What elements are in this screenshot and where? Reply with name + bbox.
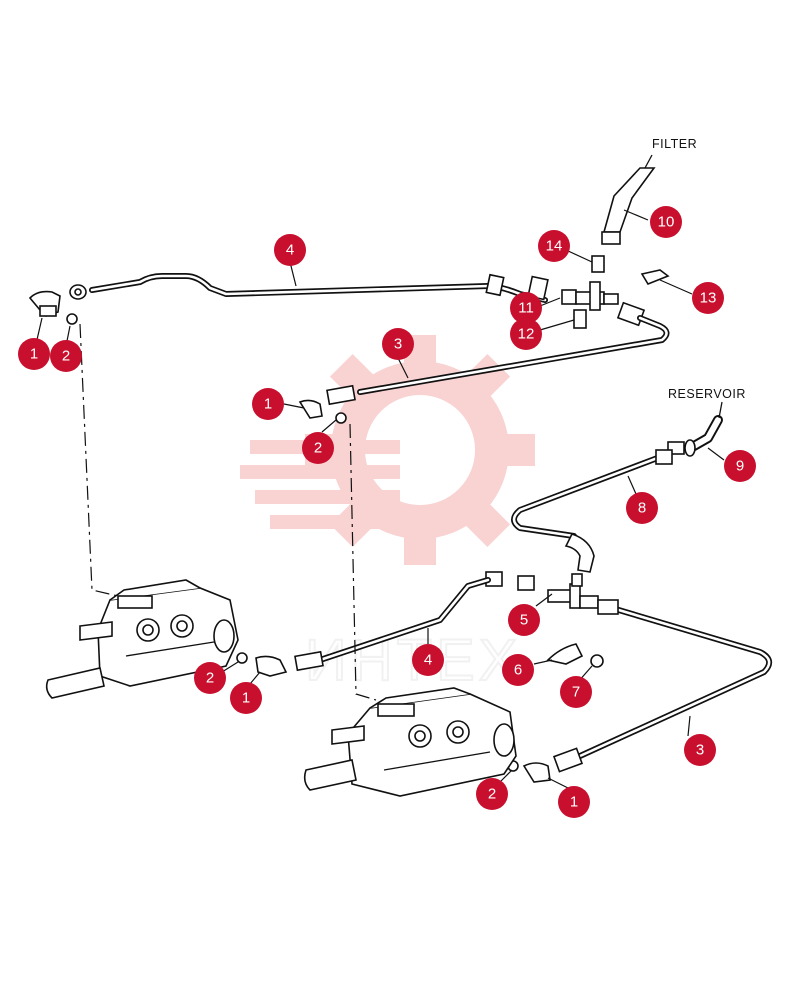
tee-fitting-lower (485, 571, 604, 668)
callout-4: 4 (274, 234, 306, 266)
callout-number: 1 (264, 396, 272, 413)
callout-number: 11 (518, 300, 534, 317)
callout-number: 10 (658, 214, 675, 231)
callout-number: 1 (30, 346, 38, 363)
callout-1: 1 (252, 388, 284, 420)
callout-number: 8 (638, 500, 646, 517)
callout-3: 3 (382, 328, 414, 360)
callout-5: 5 (508, 604, 540, 636)
callout-10: 10 (650, 206, 682, 238)
callout-1: 1 (558, 786, 590, 818)
callout-number: 4 (286, 242, 294, 259)
callout-2: 2 (302, 432, 334, 464)
callout-number: 12 (518, 326, 535, 343)
callout-number: 2 (206, 670, 214, 687)
callout-7: 7 (560, 676, 592, 708)
callout-12: 12 (510, 318, 542, 350)
callout-number: 7 (572, 684, 580, 701)
callout-number: 2 (62, 348, 70, 365)
elbow-fitting-upper-left (28, 290, 78, 325)
callout-number: 14 (546, 238, 563, 255)
lower-tube-3 (507, 599, 773, 783)
callout-13: 13 (692, 282, 724, 314)
lower-tube-4 (236, 577, 491, 677)
valve-body-left (45, 579, 239, 699)
callout-14: 14 (538, 230, 570, 262)
tube-8 (511, 449, 673, 573)
callout-11: 11 (510, 292, 542, 324)
callout-8: 8 (626, 492, 658, 524)
callout-3: 3 (684, 734, 716, 766)
callout-number: 4 (424, 652, 432, 669)
callout-9: 9 (724, 450, 756, 482)
callout-number: 2 (488, 786, 496, 803)
reference-lines (79, 323, 377, 701)
upper-tube-3 (298, 315, 670, 424)
callout-number: 6 (514, 662, 522, 679)
callout-2: 2 (50, 340, 82, 372)
upper-tube-4 (69, 273, 549, 303)
callout-number: 3 (394, 336, 402, 353)
callout-2: 2 (476, 778, 508, 810)
tee-fitting-upper (561, 255, 670, 329)
reservoir-label: RESERVOIR (668, 387, 746, 401)
callout-2: 2 (194, 662, 226, 694)
callout-number: 1 (242, 690, 250, 707)
callout-number: 3 (696, 742, 704, 759)
callout-number: 9 (736, 458, 744, 475)
valve-body-right (303, 687, 517, 797)
callout-number: 1 (570, 794, 578, 811)
reservoir-elbow (667, 401, 723, 457)
callout-number: 13 (700, 290, 717, 307)
callout-1: 1 (230, 682, 262, 714)
callout-number: 5 (520, 612, 528, 629)
callout-4: 4 (412, 644, 444, 676)
watermark-text: ИНТЕХ (305, 628, 521, 693)
callout-6: 6 (502, 654, 534, 686)
callout-1: 1 (18, 338, 50, 370)
callout-number: 2 (314, 440, 322, 457)
filter-label: FILTER (652, 137, 697, 151)
filter-hose (601, 154, 656, 245)
